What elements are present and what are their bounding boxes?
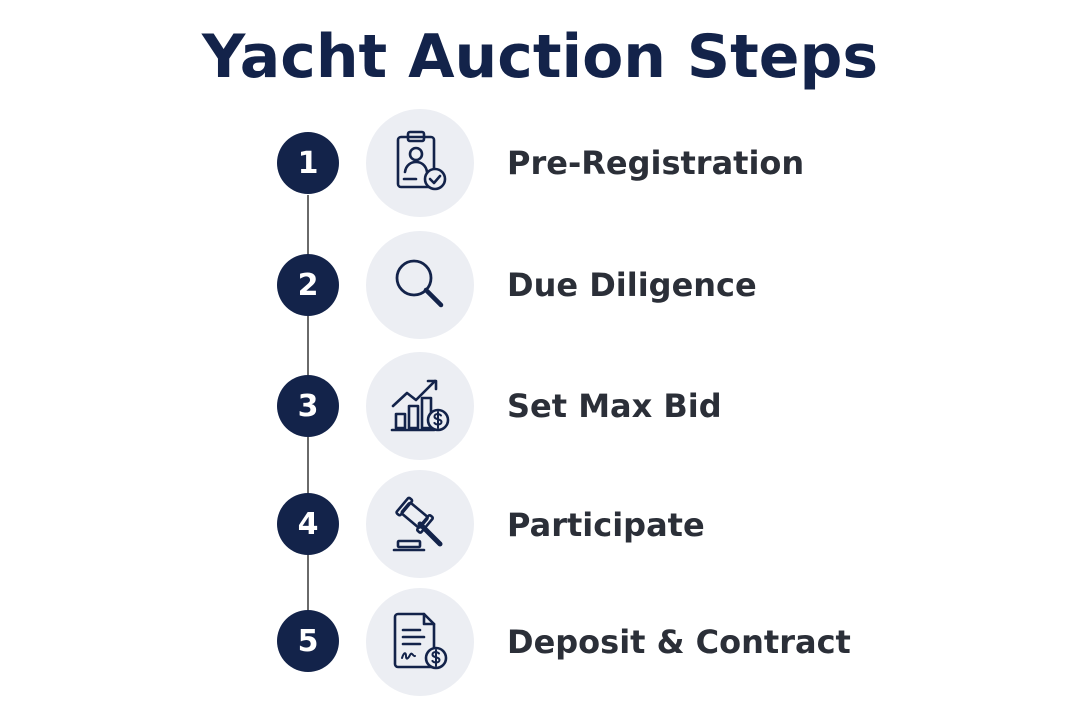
- contract-dollar-icon: [366, 588, 474, 696]
- connector-line: [307, 316, 309, 378]
- step-label: Pre-Registration: [507, 144, 805, 182]
- bar-chart-dollar-icon: [366, 352, 474, 460]
- gavel-icon: [366, 470, 474, 578]
- step-number-badge: 5: [277, 610, 339, 672]
- connector-line: [307, 437, 309, 495]
- connector-line: [307, 195, 309, 257]
- step-number-badge: 2: [277, 254, 339, 316]
- page-title: Yacht Auction Steps: [201, 22, 879, 92]
- connector-line: [307, 554, 309, 612]
- step-number-badge: 3: [277, 375, 339, 437]
- step-label: Participate: [507, 506, 705, 544]
- clipboard-person-check-icon: [366, 109, 474, 217]
- magnifying-glass-icon: [366, 231, 474, 339]
- step-number-badge: 4: [277, 493, 339, 555]
- step-number-badge: 1: [277, 132, 339, 194]
- step-label: Set Max Bid: [507, 387, 722, 425]
- step-label: Due Diligence: [507, 266, 757, 304]
- step-label: Deposit & Contract: [507, 623, 851, 661]
